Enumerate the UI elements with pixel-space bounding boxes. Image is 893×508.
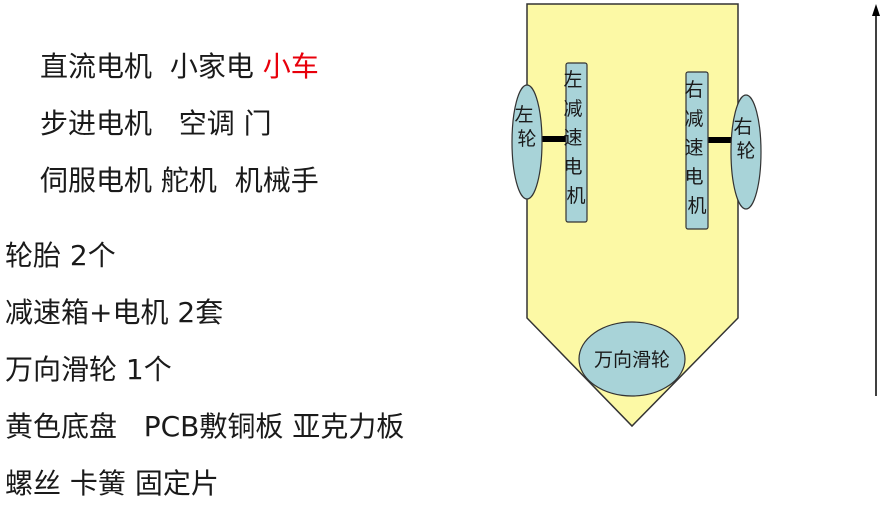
right-wheel bbox=[730, 94, 762, 210]
left-motor-char-4: 电 bbox=[563, 156, 582, 178]
right-motor-char-1: 右 bbox=[684, 79, 703, 101]
left-wheel-char-2: 轮 bbox=[517, 128, 536, 150]
motor-row-stepper: 步进电机 空调 门 bbox=[40, 107, 272, 141]
application: 门 bbox=[243, 107, 272, 140]
part-gearbox: 减速箱+电机 2套 bbox=[5, 296, 223, 330]
left-wheel-label: 左 轮 bbox=[514, 104, 539, 150]
part-tires: 轮胎 2个 bbox=[5, 239, 116, 273]
right-axle bbox=[708, 137, 733, 143]
part-qty: PCB敷铜板 亚克力板 bbox=[143, 410, 405, 443]
motor-row-servo: 伺服电机 舵机 机械手 bbox=[40, 164, 319, 198]
part-qty: 2套 bbox=[177, 296, 224, 329]
left-motor-char-5: 机 bbox=[566, 185, 585, 207]
left-motor-char-2: 减 bbox=[563, 98, 582, 120]
right-motor-label: 右 减 速 电 机 bbox=[684, 79, 709, 217]
caster-label: 万向滑轮 bbox=[594, 349, 670, 371]
part-caster: 万向滑轮 1个 bbox=[5, 353, 172, 387]
right-motor-char-3: 速 bbox=[684, 137, 703, 159]
right-wheel-char-2: 轮 bbox=[736, 140, 755, 162]
arrow-up-icon bbox=[872, 4, 880, 16]
part-name: 轮胎 bbox=[5, 239, 62, 272]
application: 小家电 bbox=[169, 50, 254, 83]
part-name: 万向滑轮 bbox=[5, 353, 118, 386]
motor-label: 步进电机 bbox=[40, 107, 153, 140]
part-qty: 1个 bbox=[125, 353, 172, 386]
part-name: 减速箱+电机 bbox=[5, 296, 169, 329]
right-wheel-label: 右 轮 bbox=[733, 116, 758, 162]
motor-row-dc: 直流电机 小家电 小车 bbox=[40, 50, 319, 84]
application: 空调 bbox=[178, 107, 235, 140]
left-motor-label: 左 减 速 电 机 bbox=[563, 69, 588, 207]
left-wheel bbox=[511, 84, 543, 200]
part-name: 黄色底盘 bbox=[5, 410, 118, 443]
right-motor-char-4: 电 bbox=[684, 166, 703, 188]
application: 机械手 bbox=[234, 164, 319, 197]
right-motor bbox=[685, 71, 709, 230]
motor-label: 直流电机 bbox=[40, 50, 153, 83]
left-motor-char-1: 左 bbox=[563, 69, 582, 91]
right-motor-char-2: 减 bbox=[684, 108, 703, 130]
part-qty: 卡簧 固定片 bbox=[69, 467, 219, 500]
right-wheel-char-1: 右 bbox=[733, 116, 752, 138]
left-axle bbox=[542, 136, 566, 142]
right-motor-char-5: 机 bbox=[687, 195, 706, 217]
part-name: 螺丝 bbox=[5, 467, 62, 500]
application-highlight: 小车 bbox=[262, 50, 319, 83]
part-qty: 2个 bbox=[69, 239, 116, 272]
caster-wheel bbox=[578, 321, 686, 397]
part-screws: 螺丝 卡簧 固定片 bbox=[5, 467, 219, 501]
left-motor-char-3: 速 bbox=[563, 127, 582, 149]
left-wheel-char-1: 左 bbox=[514, 104, 533, 126]
part-chassis: 黄色底盘 PCB敷铜板 亚克力板 bbox=[5, 410, 404, 444]
motor-label: 伺服电机 bbox=[40, 164, 153, 197]
left-motor bbox=[565, 62, 588, 223]
application: 舵机 bbox=[160, 164, 217, 197]
